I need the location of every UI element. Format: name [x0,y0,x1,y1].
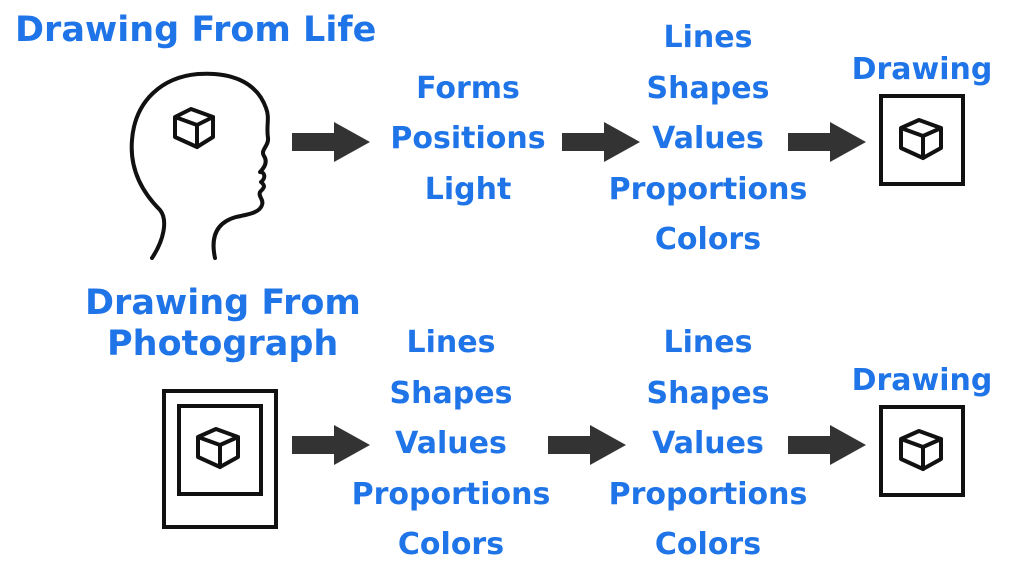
photo-translate-values: Values [652,426,764,461]
life-translate-proportions: Proportions [608,172,808,207]
photo-perceive-proportions: Proportions [351,477,551,512]
life-perceive-positions: Positions [390,121,546,156]
drawing-frame-icon [879,94,965,186]
photo-title-line2: Photograph [107,324,339,364]
photo-result-label: Drawing [851,363,993,398]
photo-perceive-values: Values [395,426,507,461]
life-translate-colors: Colors [654,222,762,257]
life-translate-shapes: Shapes [646,71,770,106]
photo-perceive-shapes: Shapes [389,376,513,411]
photograph-frame-icon [162,389,278,529]
right-arrow-icon [548,425,626,465]
photo-title-line1: Drawing From [85,283,361,323]
right-arrow-icon [562,122,640,162]
life-perceive-forms: Forms [416,71,520,106]
head-profile-icon [129,71,271,260]
life-perceive-light: Light [424,172,512,207]
photo-perceive-lines: Lines [406,325,496,360]
photo-perceive-colors: Colors [397,527,505,562]
cube-icon [173,107,215,149]
photo-translate-proportions: Proportions [608,477,808,512]
drawing-frame-icon [879,405,965,497]
cube-icon [899,118,943,160]
life-translate-lines: Lines [663,20,753,55]
cube-icon [196,427,240,469]
photo-translate-shapes: Shapes [646,376,770,411]
right-arrow-icon [788,122,866,162]
right-arrow-icon [292,425,370,465]
right-arrow-icon [292,122,370,162]
life-result-label: Drawing [851,52,993,87]
cube-icon [899,429,943,471]
life-translate-values: Values [652,121,764,156]
photo-translate-colors: Colors [654,527,762,562]
life-title: Drawing From Life [15,10,377,50]
right-arrow-icon [788,425,866,465]
photo-translate-lines: Lines [663,325,753,360]
